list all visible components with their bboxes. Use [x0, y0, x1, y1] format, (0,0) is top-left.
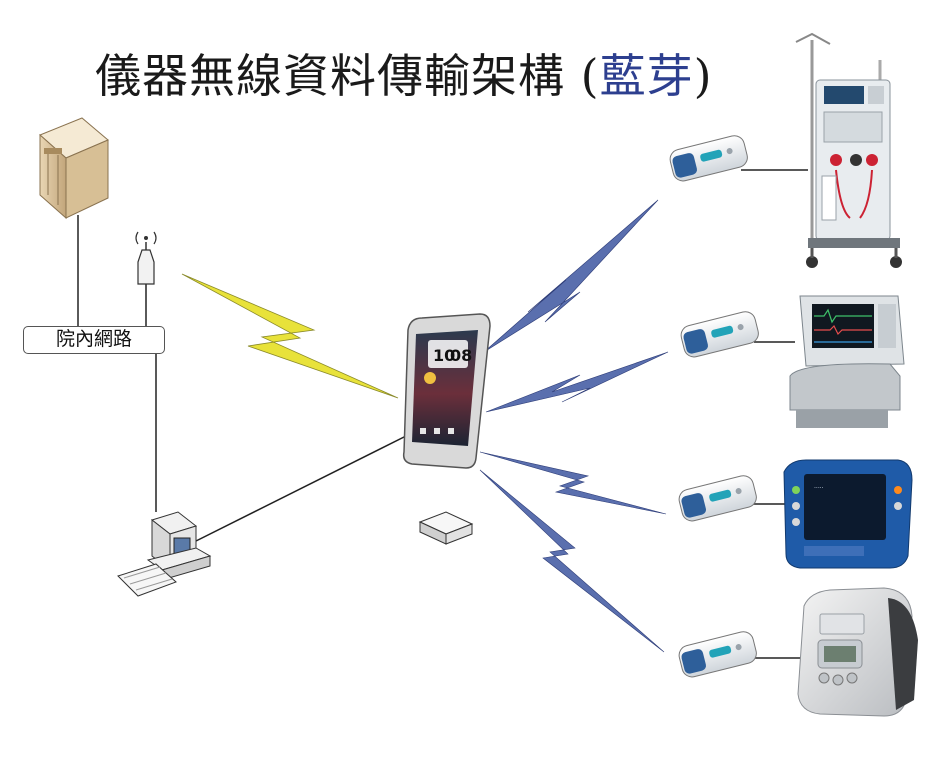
vital-signs-monitor-icon: ····· — [783, 459, 913, 569]
clock-widget — [428, 340, 468, 368]
patient-monitor-icon — [789, 295, 905, 428]
bluetooth-link-4 — [479, 469, 665, 653]
wifi-link — [181, 273, 399, 399]
clock-minute: 08 — [450, 346, 472, 365]
hospital-network-label: 院內網路 — [23, 326, 165, 354]
dialysis-machine-icon — [795, 32, 902, 268]
bluetooth-link-2 — [485, 351, 669, 413]
workstation-tablet-cable — [187, 433, 411, 546]
small-box-device-icon — [418, 511, 474, 545]
tablet-device-icon: 10 08 — [402, 313, 491, 469]
page-title: 儀器無線資料傳輸架構 (藍芽) — [95, 40, 713, 106]
title-close: ) — [693, 49, 713, 103]
bluetooth-links — [479, 199, 669, 653]
title-accent: 藍芽 — [599, 49, 694, 103]
bluetooth-link-1 — [483, 199, 659, 353]
bluetooth-adapter-icon — [678, 475, 757, 522]
wired-connections — [77, 169, 808, 659]
server-tower-icon — [39, 117, 109, 220]
bluetooth-link-3 — [479, 451, 667, 515]
clock-hour: 10 — [433, 346, 455, 365]
bluetooth-adapter-icon — [680, 311, 759, 358]
bluetooth-adapter-icon — [678, 631, 757, 678]
svg-text:·····: ····· — [814, 485, 824, 492]
bluetooth-adapter-icon — [669, 135, 748, 182]
title-main: 儀器無線資料傳輸架構 ( — [95, 49, 600, 103]
desktop-computer-icon — [117, 511, 212, 597]
ventilator-icon — [797, 587, 918, 717]
wifi-antenna-icon — [135, 231, 157, 285]
